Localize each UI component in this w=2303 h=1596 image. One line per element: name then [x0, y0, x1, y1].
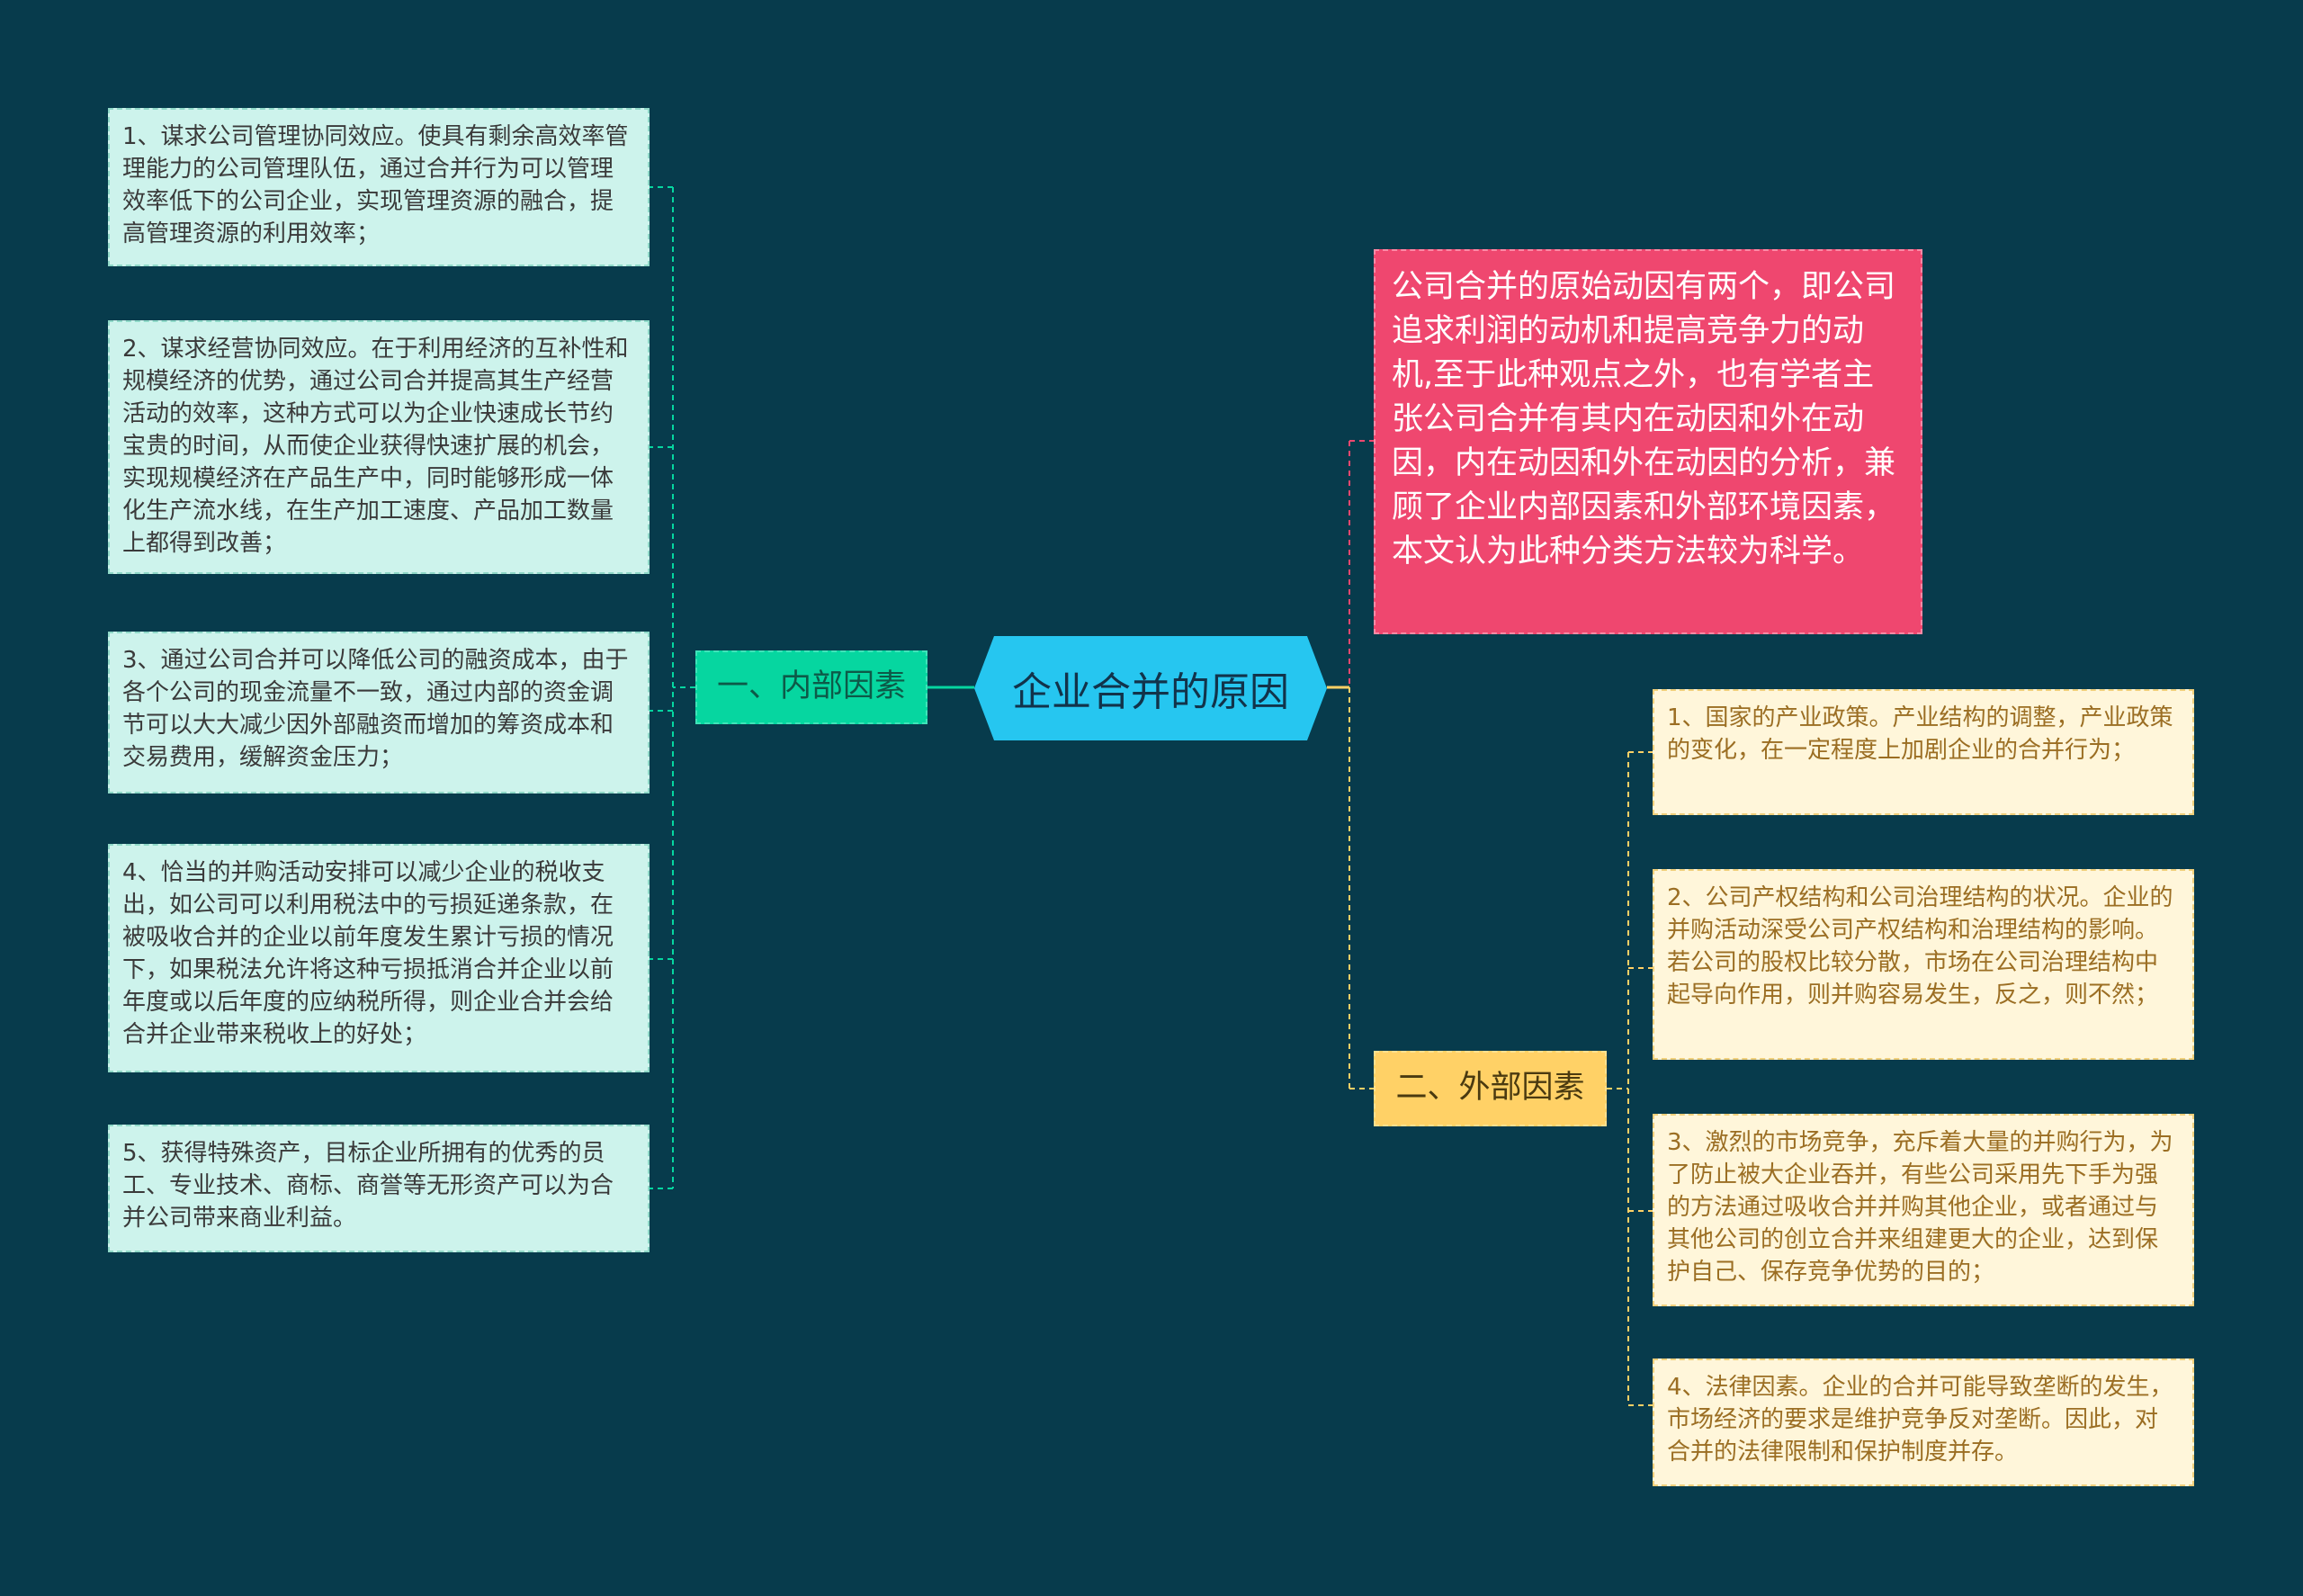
internal-item-3[interactable]: 3、通过公司合并可以降低公司的融资成本，由于各个公司的现金流量不一致，通过内部的…	[108, 632, 650, 794]
internal-item-1[interactable]: 1、谋求公司管理协同效应。使具有剩余高效率管理能力的公司管理队伍，通过合并行为可…	[108, 108, 650, 266]
external-factors-label: 二、外部因素	[1395, 1070, 1585, 1107]
external-item-1[interactable]: 1、国家的产业政策。产业结构的调整，产业政策的变化，在一定程度上加剧企业的合并行…	[1653, 689, 2194, 815]
internal-item-5[interactable]: 5、获得特殊资产，目标企业所拥有的优秀的员工、专业技术、商标、商誉等无形资产可以…	[108, 1125, 650, 1252]
internal-item-2-text: 2、谋求经营协同效应。在于利用经济的互补性和规模经济的优势，通过公司合并提高其生…	[122, 336, 629, 557]
center-hexagon-shape	[974, 636, 1327, 740]
intro-note[interactable]: 公司合并的原始动因有两个，即公司追求利润的动机和提高竞争力的动机,至于此种观点之…	[1374, 249, 1922, 634]
center-topic[interactable]: 企业合并的原因	[974, 636, 1327, 740]
external-item-2[interactable]: 2、公司产权结构和公司治理结构的状况。企业的并购活动深受公司产权结构和治理结构的…	[1653, 869, 2194, 1060]
external-item-3[interactable]: 3、激烈的市场竞争，充斥着大量的并购行为，为了防止被大企业吞并，有些公司采用先下…	[1653, 1114, 2194, 1306]
internal-item-5-text: 5、获得特殊资产，目标企业所拥有的优秀的员工、专业技术、商标、商誉等无形资产可以…	[122, 1140, 614, 1232]
external-item-2-text: 2、公司产权结构和公司治理结构的状况。企业的并购活动深受公司产权结构和治理结构的…	[1667, 884, 2173, 1009]
external-item-1-text: 1、国家的产业政策。产业结构的调整，产业政策的变化，在一定程度上加剧企业的合并行…	[1667, 704, 2173, 764]
external-item-3-text: 3、激烈的市场竞争，充斥着大量的并购行为，为了防止被大企业吞并，有些公司采用先下…	[1667, 1129, 2173, 1286]
internal-item-2[interactable]: 2、谋求经营协同效应。在于利用经济的互补性和规模经济的优势，通过公司合并提高其生…	[108, 320, 650, 574]
internal-factors-label: 一、内部因素	[716, 668, 906, 705]
external-item-4[interactable]: 4、法律因素。企业的合并可能导致垄断的发生，市场经济的要求是维护竞争反对垄断。因…	[1653, 1358, 2194, 1486]
internal-item-1-text: 1、谋求公司管理协同效应。使具有剩余高效率管理能力的公司管理队伍，通过合并行为可…	[122, 123, 629, 247]
external-item-4-text: 4、法律因素。企业的合并可能导致垄断的发生，市场经济的要求是维护竞争反对垄断。因…	[1667, 1374, 2173, 1466]
external-factors-branch[interactable]: 二、外部因素	[1374, 1051, 1607, 1126]
internal-factors-branch[interactable]: 一、内部因素	[695, 650, 927, 724]
internal-item-4[interactable]: 4、恰当的并购活动安排可以减少企业的税收支出，如公司可以利用税法中的亏损延递条款…	[108, 844, 650, 1072]
center-topic-label: 企业合并的原因	[1012, 669, 1289, 715]
internal-item-3-text: 3、通过公司合并可以降低公司的融资成本，由于各个公司的现金流量不一致，通过内部的…	[122, 647, 629, 771]
internal-item-4-text: 4、恰当的并购活动安排可以减少企业的税收支出，如公司可以利用税法中的亏损延递条款…	[122, 859, 614, 1048]
intro-note-text: 公司合并的原始动因有两个，即公司追求利润的动机和提高竞争力的动机,至于此种观点之…	[1392, 269, 1896, 569]
